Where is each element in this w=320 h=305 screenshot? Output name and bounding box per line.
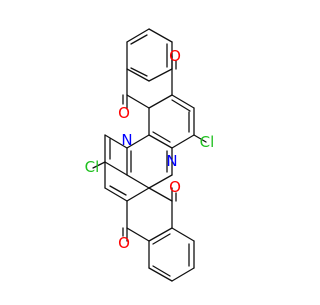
bond — [193, 134, 207, 143]
bond — [109, 185, 127, 196]
bond — [104, 161, 128, 176]
oxygen-label: O — [169, 178, 181, 196]
bond — [171, 134, 195, 149]
bond — [126, 227, 150, 242]
bond — [92, 161, 106, 169]
atom-labels: O O O O Cl Cl N N — [85, 47, 215, 252]
bond — [171, 99, 191, 112]
chlorine-label: Cl — [200, 133, 215, 151]
bond — [148, 227, 173, 242]
chlorine-label: Cl — [85, 158, 100, 176]
oxygen-label: O — [169, 47, 181, 65]
bond — [126, 94, 150, 109]
bond — [126, 174, 150, 189]
bond — [104, 134, 128, 149]
nitrogen-label: N — [166, 152, 177, 170]
bond — [148, 134, 173, 149]
bond — [152, 265, 171, 277]
oxygen-label: O — [118, 234, 130, 252]
molecule-structure: O O O O Cl Cl N N — [85, 28, 215, 282]
bond — [148, 94, 173, 109]
bond — [148, 174, 173, 189]
bond — [148, 28, 173, 43]
bond — [104, 187, 128, 202]
carbonyl-bonds — [122, 60, 177, 237]
bond — [148, 187, 173, 202]
bond — [152, 233, 171, 245]
bond — [148, 267, 173, 282]
bond — [171, 227, 195, 242]
bond — [126, 28, 150, 43]
bond — [148, 68, 173, 82]
molecule-canvas: O O O O Cl Cl N N — [85, 28, 215, 282]
bond — [171, 267, 195, 282]
oxygen-label: O — [118, 104, 130, 122]
bond — [126, 134, 150, 149]
bond — [126, 68, 150, 82]
bonds — [92, 28, 207, 282]
nitrogen-label: N — [121, 131, 132, 149]
bond — [152, 131, 171, 143]
bond — [171, 94, 195, 109]
bond — [130, 34, 148, 45]
bond — [130, 67, 148, 77]
bond — [126, 187, 150, 202]
